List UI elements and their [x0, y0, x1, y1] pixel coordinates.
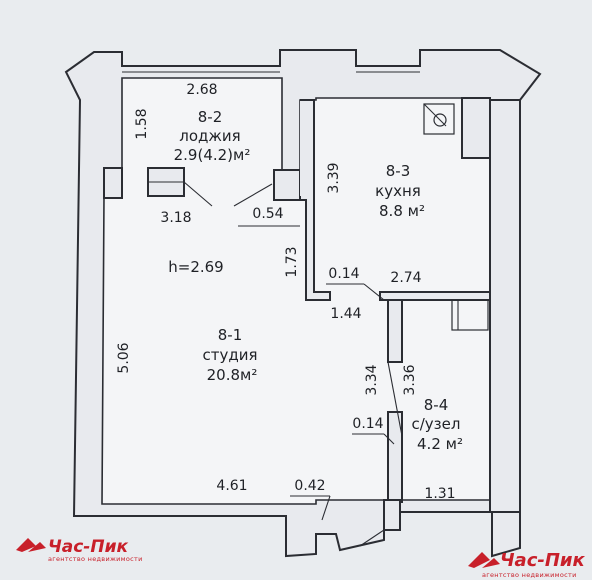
- dim-0-14-bath: 0.14: [352, 416, 383, 432]
- ceiling-height: h=2.69: [168, 258, 223, 276]
- studio-area: 20.8м²: [207, 366, 258, 384]
- logo-right-brand: Час-Пик: [500, 550, 586, 571]
- ventilation-shaft: [451, 299, 489, 331]
- dim-5-06: 5.06: [116, 342, 132, 373]
- bath-door-swing: [387, 361, 403, 437]
- loggia-area: 2.9(4.2)м²: [174, 146, 251, 164]
- kitchen-area: 8.8 м²: [379, 202, 425, 220]
- right-wall: [489, 99, 521, 513]
- dim-1-44: 1.44: [330, 306, 361, 322]
- studio-code: 8-1: [218, 326, 243, 344]
- loggia-door-swing-1: [183, 181, 213, 207]
- dim-4-61: 4.61: [216, 478, 247, 494]
- bath-left-wall-upper: [387, 299, 403, 363]
- loggia-wall-right: [273, 169, 301, 201]
- bottom-line: [359, 529, 385, 547]
- logo-mark-icon: [16, 538, 36, 552]
- dim-2-68: 2.68: [186, 82, 217, 98]
- logo-right-tagline: агентство недвижимости: [482, 571, 577, 579]
- dim-1-73: 1.73: [284, 246, 300, 277]
- logo-mark-icon-2: [28, 542, 46, 552]
- kitchen-partition: [299, 99, 331, 301]
- kitchen-code: 8-3: [386, 162, 411, 180]
- loggia-name: лоджия: [179, 127, 240, 145]
- logo-right: Час-Пик агентство недвижимости: [468, 550, 586, 579]
- dim-3-34: 3.34: [364, 364, 380, 395]
- stove-burner-icon: [433, 113, 447, 127]
- loggia-code: 8-2: [198, 108, 223, 126]
- leader-0-14-bath-b: [383, 433, 395, 445]
- leader-0-14-b: [363, 283, 385, 301]
- kitchen-corner-wall: [461, 97, 491, 159]
- logo-left-brand: Час-Пик: [48, 537, 128, 557]
- dim-3-18: 3.18: [160, 210, 191, 226]
- bath-top-wall: [379, 291, 491, 301]
- dim-3-36: 3.36: [402, 364, 418, 395]
- dim-1-58: 1.58: [134, 108, 150, 139]
- logo-right-mark-icon: [468, 552, 490, 568]
- logo-left: Час-Пик агентство недвижимости: [16, 537, 143, 563]
- leader-0-42-b: [321, 495, 331, 521]
- logo-left-tagline: агентство недвижимости: [48, 555, 143, 563]
- dim-0-54: 0.54: [252, 206, 283, 222]
- bath-bottom-wall: [383, 499, 401, 531]
- dim-2-74: 2.74: [390, 270, 421, 286]
- dim-3-39: 3.39: [326, 162, 342, 193]
- dim-0-14-kitchen: 0.14: [328, 266, 359, 282]
- bathroom-code: 8-4: [424, 396, 449, 414]
- bathroom-area: 4.2 м²: [417, 435, 463, 453]
- logo-right-mark-icon-2: [482, 558, 500, 568]
- dim-1-31: 1.31: [424, 486, 455, 502]
- stove-diagonal: [423, 103, 447, 127]
- bathroom-name: с/узел: [412, 415, 461, 433]
- loggia-door-swing-2: [233, 183, 273, 207]
- dim-0-42: 0.42: [294, 478, 325, 494]
- loggia-wall-left: [103, 167, 123, 199]
- kitchen-name: кухня: [375, 182, 421, 200]
- stove-icon: [423, 103, 455, 135]
- studio-name: студия: [202, 346, 257, 364]
